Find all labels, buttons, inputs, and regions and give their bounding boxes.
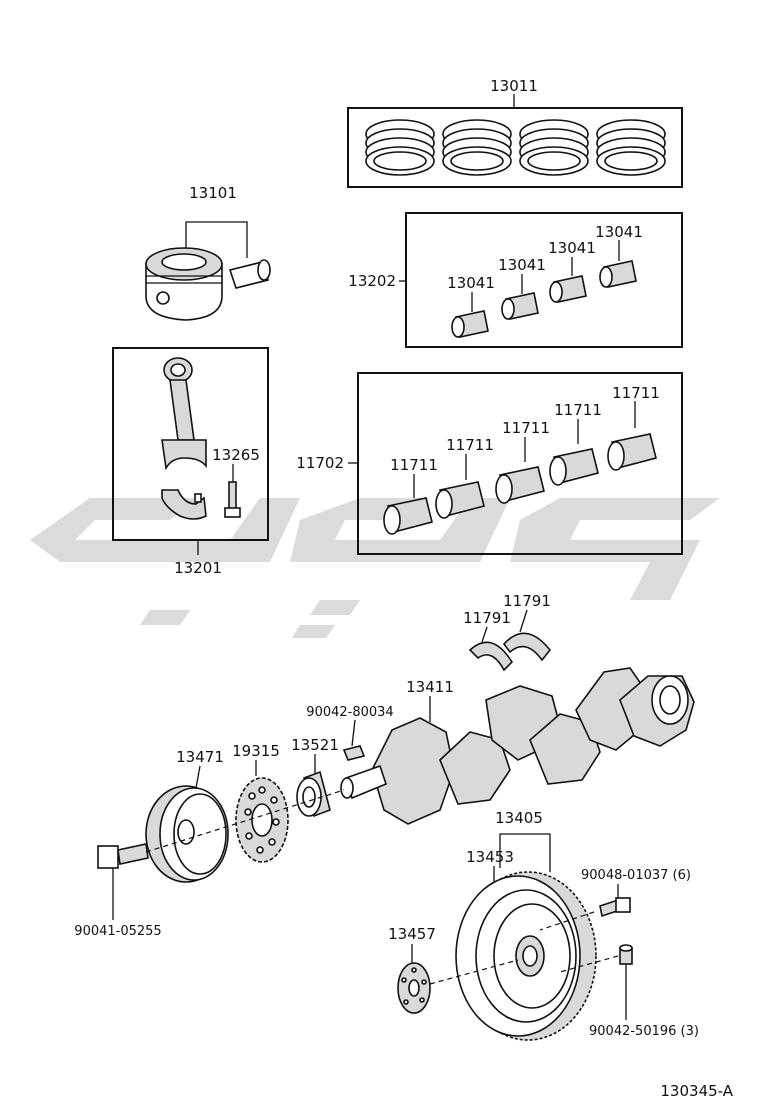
crank-key-group: 90042-80034 <box>306 705 394 761</box>
watermark-stroke-3 <box>510 498 720 600</box>
conrod-bearing-set-label: 13202 <box>348 272 396 290</box>
watermark-stroke-2 <box>290 498 510 562</box>
main-bearing-2 <box>435 481 485 519</box>
main-bearing-4-label: 11711 <box>554 401 602 419</box>
piston-label: 13101 <box>189 184 237 202</box>
crank-pulley <box>145 785 229 883</box>
flywheel-plate <box>397 962 431 1014</box>
flywheel-plate-label: 13457 <box>388 925 436 943</box>
main-bearing-4 <box>549 448 599 486</box>
crankshaft-group: 13411 <box>340 667 695 825</box>
flywheel-pin <box>619 944 633 965</box>
watermark-dot-3 <box>292 625 335 638</box>
conrod-bolt-label: 13265 <box>212 446 260 464</box>
watermark-stroke-1 <box>30 498 300 562</box>
conrod-bearing-frame <box>405 212 683 348</box>
flywheel-sub-assembly-label: 13405 <box>495 809 543 827</box>
main-bearing-3 <box>495 466 545 504</box>
flywheel-group: 13405 13453 <box>455 809 597 1041</box>
piston-ring-stack-1 <box>365 119 435 176</box>
thrust-washer-2-label: 11791 <box>503 592 551 610</box>
main-bearing-set-label: 11702 <box>296 454 344 472</box>
front-assembly-axis <box>145 789 345 853</box>
conrod-bearing-2 <box>501 292 539 320</box>
diagram-code: 130345-A <box>660 1082 733 1100</box>
conrod-bearing-4-label: 13041 <box>595 223 643 241</box>
flywheel-bolt-group: 90048-01037 (6) <box>581 868 691 918</box>
ring-gear-label: 13453 <box>466 848 514 866</box>
conrod-bearing-2-label: 13041 <box>498 256 546 274</box>
piston-ring-stack-3 <box>519 119 589 176</box>
piston-ring-stack-4 <box>596 119 666 176</box>
crankshaft-label: 13411 <box>406 678 454 696</box>
conrod-bearing-3-label: 13041 <box>548 239 596 257</box>
main-bearing-3-label: 11711 <box>502 419 550 437</box>
main-bearing-1-label: 11711 <box>390 456 438 474</box>
rear-assembly-axis <box>429 959 519 985</box>
thrust-washer-1 <box>468 641 514 672</box>
piston-leader <box>185 221 248 258</box>
crankshaft-body <box>340 667 695 825</box>
conrod-bolt <box>224 481 241 518</box>
crank-sprocket <box>235 777 289 863</box>
crank-timing-gear-group: 13521 <box>291 736 339 818</box>
piston-pin <box>228 259 271 289</box>
conrod-label: 13201 <box>174 559 222 577</box>
conrod-bearing-3 <box>549 275 587 303</box>
pulley-bolt-group: 90041-05255 <box>74 843 162 939</box>
crank-timing-gear <box>296 770 331 818</box>
piston-ring-stack-2 <box>442 119 512 176</box>
main-bearing-1 <box>383 497 433 535</box>
main-bearing-5-label: 11711 <box>612 384 660 402</box>
flywheel-bolt <box>599 897 631 918</box>
flywheel-pin-label: 90042-50196 (3) <box>589 1024 699 1039</box>
flywheel-bolt-axis <box>539 911 595 931</box>
main-bearing-2-label: 11711 <box>446 436 494 454</box>
conrod-frame <box>112 347 269 541</box>
thrust-washer-2 <box>502 632 552 662</box>
watermark-logo <box>30 498 720 638</box>
crank-pulley-label: 13471 <box>176 748 224 766</box>
main-bearing-5 <box>607 433 657 471</box>
conrod-bearing-4 <box>599 260 637 288</box>
crank-sprocket-group: 19315 <box>232 742 289 863</box>
conrod-cap <box>161 489 207 520</box>
piston-body <box>145 247 223 321</box>
flywheel-pin-axis <box>559 955 619 973</box>
piston-ring-set-frame <box>347 107 683 188</box>
piston-ring-set-group: 13011 <box>347 77 683 188</box>
flywheel-plate-group: 13457 <box>388 925 436 1014</box>
pulley-bolt-label: 90041-05255 <box>74 924 161 939</box>
watermark-dot-1 <box>140 610 190 625</box>
thrust-washer-group: 11791 11791 <box>463 592 552 672</box>
flywheel-bolt-label: 90048-01037 (6) <box>581 868 691 883</box>
crank-sprocket-label: 19315 <box>232 742 280 760</box>
conrod-bearing-1-label: 13041 <box>447 274 495 292</box>
watermark-dot-2 <box>310 600 360 615</box>
conrod-bearing-group: 13202 13041 13041 13041 13041 <box>348 212 683 348</box>
piston-group: 13101 <box>145 184 271 321</box>
thrust-washer-1-label: 11791 <box>463 609 511 627</box>
crank-pulley-group: 13471 <box>145 748 229 883</box>
conrod-bearing-1 <box>451 310 489 338</box>
flywheel-pin-group: 90042-50196 (3) <box>589 944 699 1039</box>
flywheel-body <box>455 871 597 1041</box>
crank-key-label: 90042-80034 <box>306 705 393 720</box>
crank-key <box>342 745 366 761</box>
conrod-body <box>161 357 207 471</box>
conrod-group: 13201 13265 <box>112 347 269 577</box>
main-bearing-group: 11702 11711 11711 11711 11711 11711 <box>296 372 683 555</box>
piston-ring-set-label: 13011 <box>490 77 538 95</box>
pulley-bolt <box>97 843 149 869</box>
crank-timing-gear-label: 13521 <box>291 736 339 754</box>
